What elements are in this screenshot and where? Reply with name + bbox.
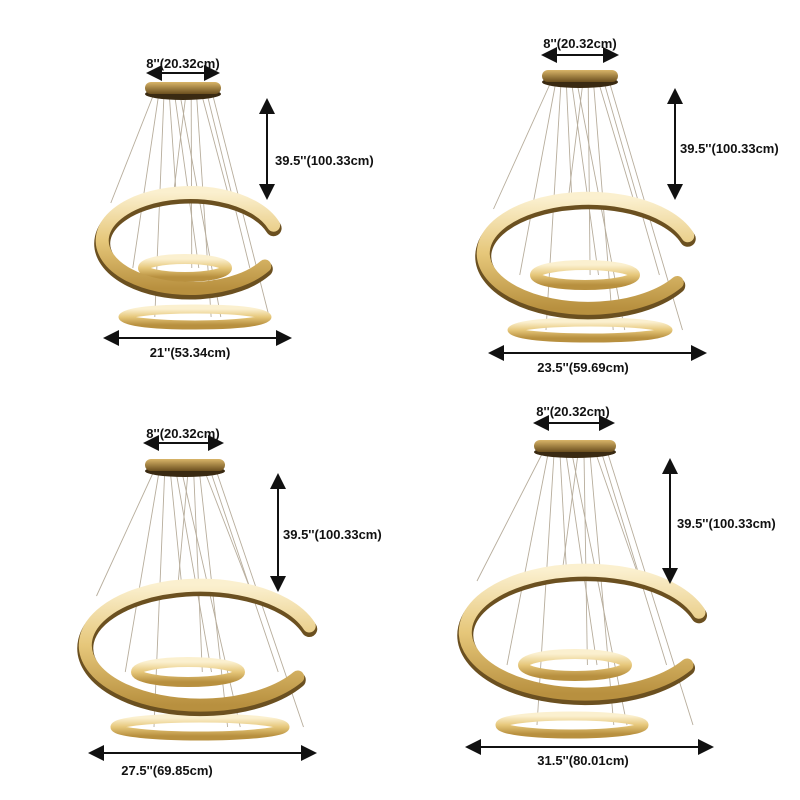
height-label: 39.5''(100.33cm): [275, 153, 374, 168]
chandelier-panel-2: 8''(20.32cm) 39.5''(100.33cm) 23.5''(59.69…: [475, 36, 779, 375]
wire: [595, 453, 641, 582]
bottom-crystal-ring: [495, 711, 649, 739]
middle-crystal-ring: [131, 657, 245, 687]
chandelier-panel-4: 8''(20.32cm) 39.5''(100.33cm) 31.5''(80.01…: [457, 404, 776, 768]
wire: [193, 472, 203, 673]
c-shaped-crystal-ring: [476, 191, 695, 315]
wire: [536, 453, 555, 726]
canopy: [542, 70, 618, 82]
width-label: 21''(53.34cm): [150, 345, 231, 360]
bottom-crystal-ring: [110, 713, 290, 741]
canopy-width-label: 8''(20.32cm): [543, 36, 616, 51]
wire: [571, 453, 628, 726]
wire: [110, 95, 154, 204]
c-shaped-crystal-ring: [78, 578, 316, 712]
c-shaped-crystal-ring: [95, 186, 281, 295]
canopy-width-label: 8''(20.32cm): [146, 426, 219, 441]
wire: [176, 472, 189, 597]
wire: [204, 472, 254, 597]
chandelier-panel-1: 8''(20.32cm) 39.5''(100.33cm) 21''(53.34cm…: [94, 56, 374, 360]
wire: [559, 453, 568, 582]
width-label: 27.5''(69.85cm): [121, 763, 212, 778]
wire: [168, 95, 178, 204]
wire: [210, 472, 279, 673]
chandelier-panel-3: 8''(20.32cm) 39.5''(100.33cm) 27.5''(69.85…: [77, 426, 382, 778]
canopy: [145, 82, 221, 94]
wire: [96, 472, 154, 597]
middle-crystal-ring: [138, 254, 232, 282]
c-shaped-crystal-ring: [458, 563, 706, 701]
canopy-width-label: 8''(20.32cm): [146, 56, 219, 71]
height-label: 39.5''(100.33cm): [680, 141, 779, 156]
wire: [598, 83, 637, 210]
wire: [201, 95, 231, 204]
wire: [601, 453, 668, 666]
wire: [199, 472, 229, 728]
canopy: [145, 459, 225, 471]
wire: [179, 95, 222, 318]
wire: [170, 472, 184, 597]
canopy: [534, 440, 616, 452]
wire: [171, 95, 187, 204]
wire: [175, 472, 212, 673]
wire: [124, 472, 160, 673]
wire: [587, 83, 591, 276]
wire: [181, 472, 241, 728]
height-label: 39.5''(100.33cm): [677, 516, 776, 531]
wire: [560, 453, 579, 582]
suspension-wires: [110, 95, 270, 318]
wire: [565, 453, 598, 666]
wire: [519, 83, 556, 276]
wire: [571, 83, 599, 276]
middle-crystal-ring: [518, 649, 632, 681]
canopy-width-label: 8''(20.32cm): [536, 404, 609, 419]
wire: [566, 83, 584, 210]
width-label: 31.5''(80.01cm): [537, 753, 628, 768]
wire: [476, 453, 543, 582]
suspension-wires: [476, 453, 694, 726]
middle-crystal-ring: [530, 260, 640, 290]
wire: [565, 83, 573, 210]
bottom-crystal-ring: [507, 317, 673, 343]
wire: [506, 453, 549, 666]
width-label: 23.5''(59.69cm): [537, 360, 628, 375]
wire: [589, 453, 615, 726]
bottom-crystal-ring: [118, 304, 272, 330]
wire: [132, 95, 159, 269]
wire: [583, 453, 588, 666]
wire: [174, 95, 200, 269]
wire: [190, 95, 193, 269]
height-label: 39.5''(100.33cm): [283, 527, 382, 542]
wire: [604, 83, 660, 276]
wire: [207, 95, 251, 269]
wire: [493, 83, 551, 210]
